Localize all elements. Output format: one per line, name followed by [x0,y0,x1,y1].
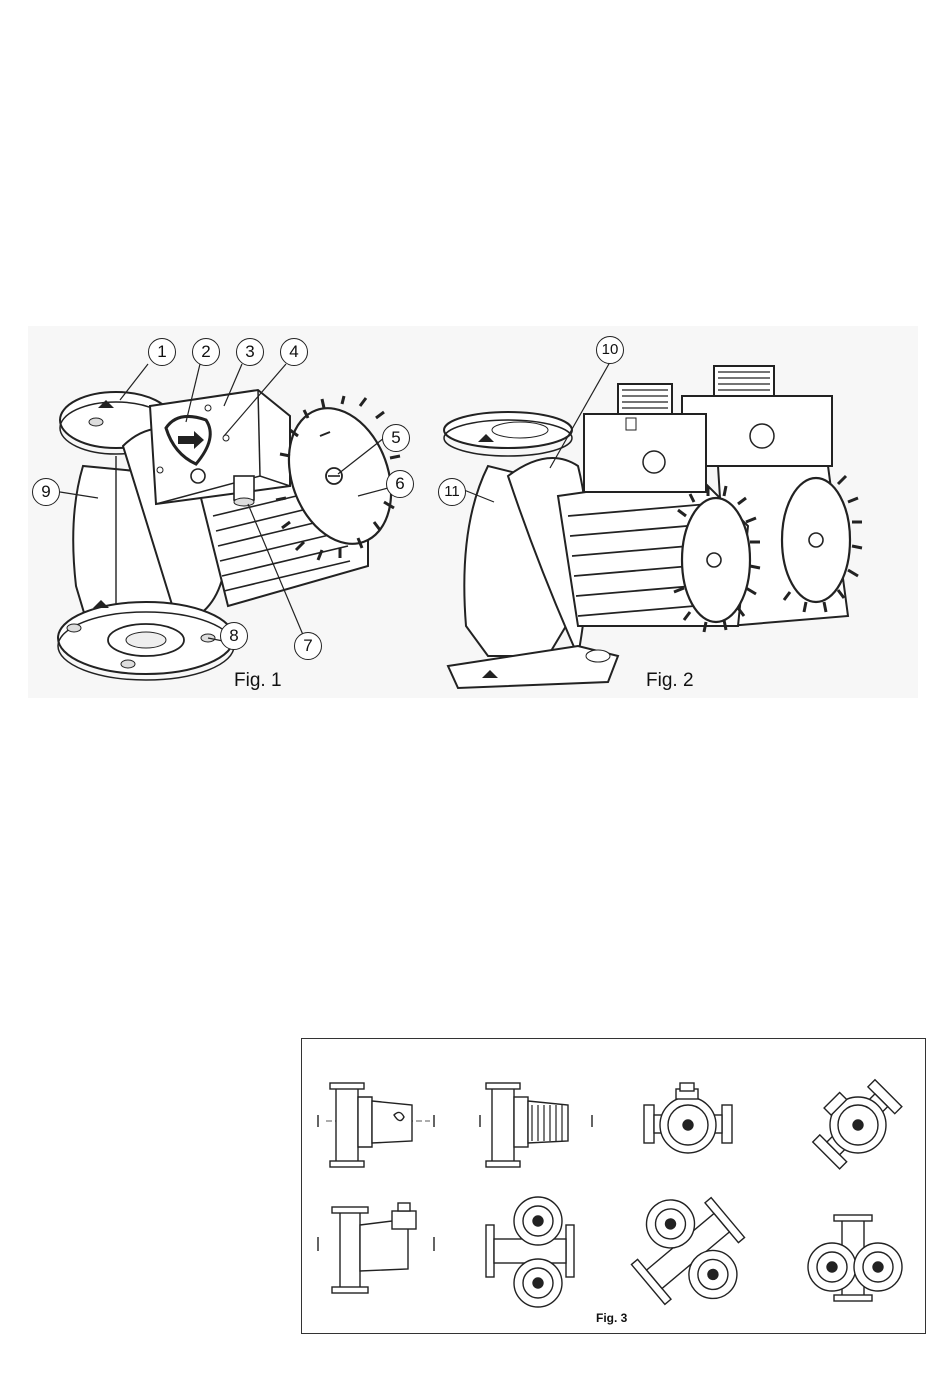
callout-6: 6 [386,470,414,498]
callout-9: 9 [32,478,60,506]
callout-1: 1 [148,338,176,366]
figure-2: 10 11 Fig. 2 [428,326,918,698]
callout-8: 8 [220,622,248,650]
figure-2-caption: Fig. 2 [646,670,694,692]
callout-5: 5 [382,424,410,452]
callout-7: 7 [294,632,322,660]
callout-3: 3 [236,338,264,366]
callout-2: 2 [192,338,220,366]
callout-4: 4 [280,338,308,366]
pump-twin-drawing [428,326,918,698]
callout-10: 10 [596,336,624,364]
callout-11: 11 [438,478,466,506]
figure-1: 1 2 3 4 5 6 7 8 9 Fig. 1 [28,326,428,698]
figure-3-caption: Fig. 3 [596,1311,627,1325]
figure-1-caption: Fig. 1 [234,670,282,692]
figure-3: Fig. 3 [301,1038,926,1334]
installation-positions-drawing [302,1039,925,1333]
